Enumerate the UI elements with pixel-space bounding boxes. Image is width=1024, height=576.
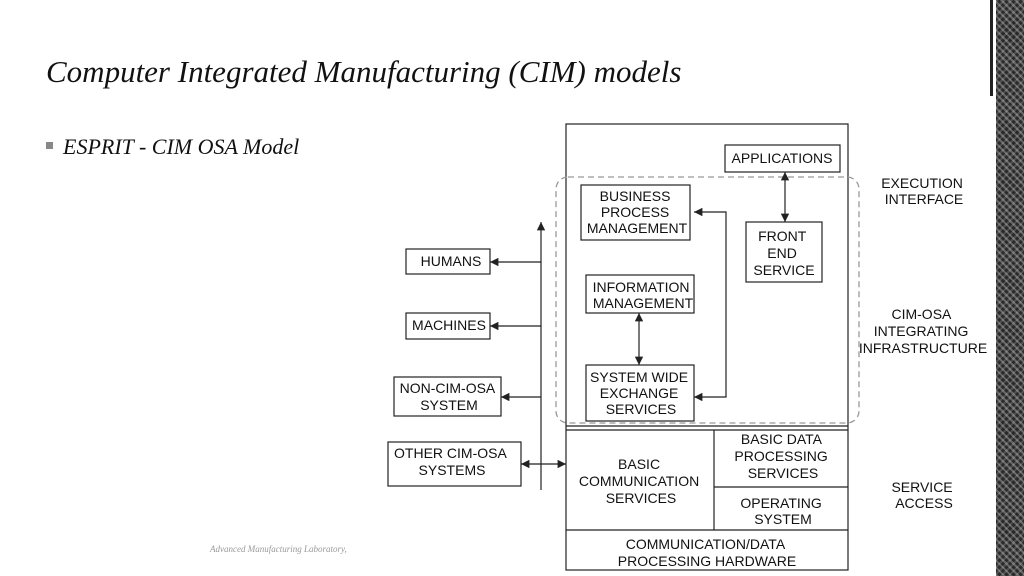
system-wide-exchange-services-label: SYSTEM WIDE EXCHANGE SERVICES xyxy=(590,369,692,417)
other-cim-osa-systems-box xyxy=(387,441,522,487)
footer-text: Advanced Manufacturing Laboratory, xyxy=(210,544,347,554)
basic-communication-services-label: BASIC COMMUNICATION SERVICES xyxy=(579,456,703,506)
decorative-divider xyxy=(990,0,993,96)
applications-label: APPLICATIONS xyxy=(732,150,833,166)
non-cim-osa-system-label: NON-CIM-OSA SYSTEM xyxy=(400,380,499,413)
integrating-infrastructure-label: CIM-OSA INTEGRATING INFRASTRUCTURE xyxy=(859,306,987,356)
service-access-label: SERVICE ACCESS xyxy=(891,479,956,511)
business-exchange-connector xyxy=(694,207,727,402)
communication-data-processing-hardware-label: COMMUNICATION/DATA PROCESSING HARDWARE xyxy=(618,536,796,569)
front-end-service-label: FRONT END SERVICE xyxy=(753,228,814,278)
bullet-text: ESPRIT - CIM OSA Model xyxy=(63,134,300,159)
information-management-label: INFORMATION MANAGEMENT xyxy=(593,279,694,311)
bullet-item: ESPRIT - CIM OSA Model xyxy=(46,134,299,160)
business-process-management-box xyxy=(580,184,691,241)
applications-box xyxy=(724,144,841,173)
system-wide-exchange-services-box xyxy=(585,364,695,422)
machines-label: MACHINES xyxy=(412,317,486,333)
execution-interface-label: EXECUTION INTERFACE xyxy=(881,175,967,207)
basic-data-processing-services-label: BASIC DATA PROCESSING SERVICES xyxy=(734,431,831,481)
machines-box xyxy=(405,312,491,340)
front-end-service-box xyxy=(745,221,823,283)
slide-title: Computer Integrated Manufacturing (CIM) … xyxy=(46,54,682,89)
other-cim-osa-systems-label: OTHER CIM-OSA SYSTEMS xyxy=(394,445,510,478)
square-bullet-icon xyxy=(46,142,53,150)
business-process-management-label: BUSINESS PROCESS MANAGEMENT xyxy=(587,188,688,236)
decorative-pattern-strip xyxy=(996,0,1024,576)
operating-system-label: OPERATING SYSTEM xyxy=(740,495,825,527)
humans-label: HUMANS xyxy=(421,253,482,269)
